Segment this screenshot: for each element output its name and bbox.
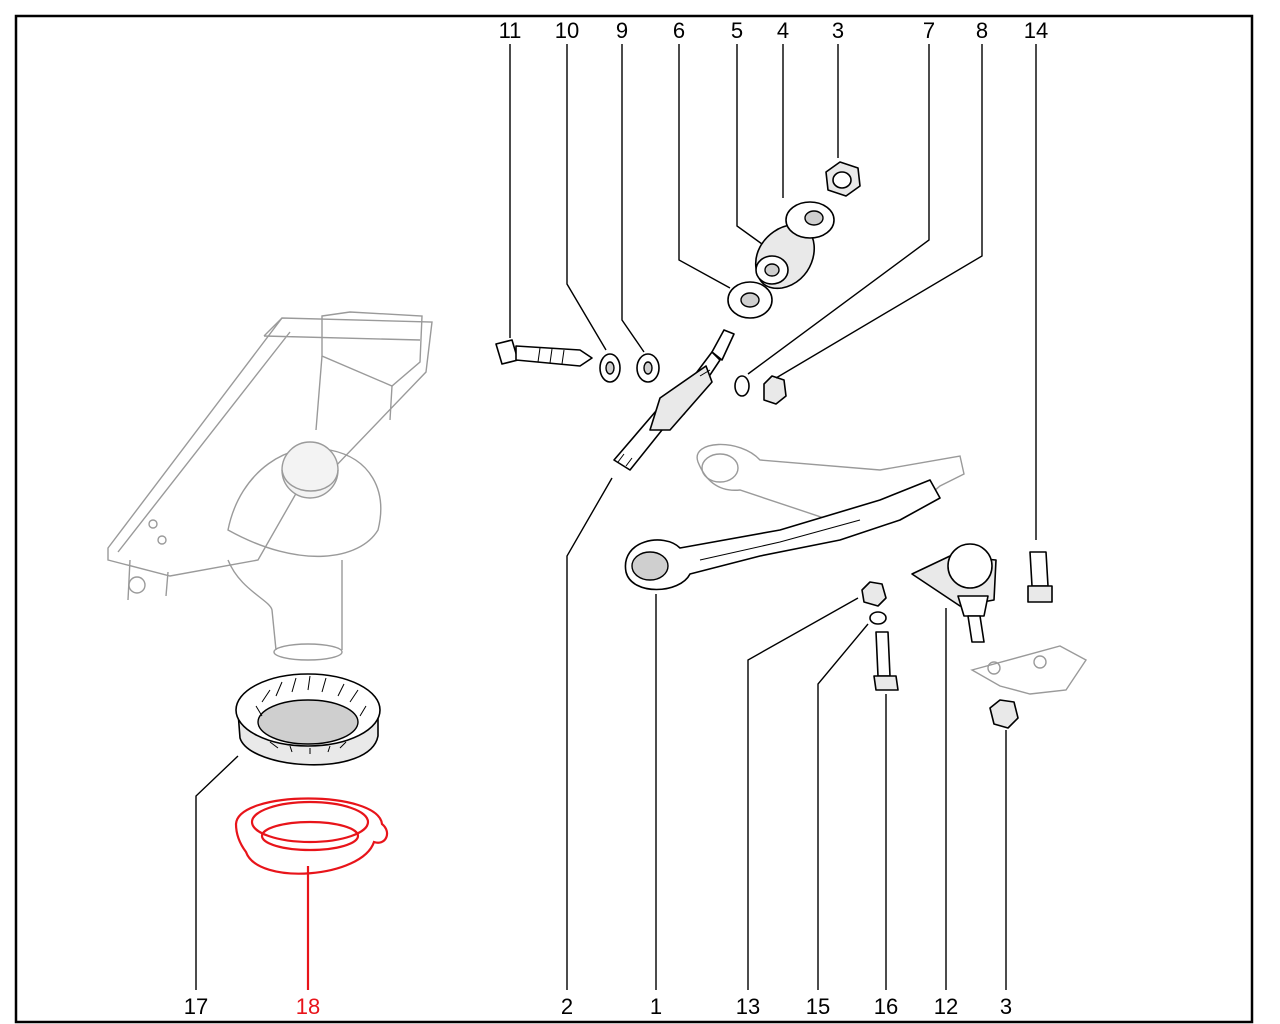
bushing-5 xyxy=(755,224,816,290)
body-mount-bracket xyxy=(107,311,433,601)
label-4: 4 xyxy=(777,18,789,43)
label-17: 17 xyxy=(184,994,208,1019)
label-11: 11 xyxy=(499,18,522,43)
control-arm-1 xyxy=(624,479,941,591)
diagram-frame xyxy=(14,14,1254,1024)
spring-seat-upper xyxy=(235,673,381,766)
washer-10 xyxy=(599,353,621,383)
label-6: 6 xyxy=(673,18,685,43)
strut-tower xyxy=(227,441,382,661)
label-13: 13 xyxy=(736,994,760,1019)
bolt-16 xyxy=(873,631,899,691)
label-18-highlighted: 18 xyxy=(296,994,320,1019)
nut-3-bottom xyxy=(989,699,1019,729)
label-12: 12 xyxy=(934,994,958,1019)
label-9: 9 xyxy=(616,18,628,43)
label-1: 1 xyxy=(650,994,662,1019)
washer-6 xyxy=(727,281,773,319)
label-3-bottom: 3 xyxy=(1000,994,1012,1019)
label-3-top: 3 xyxy=(832,18,844,43)
shaft-2 xyxy=(613,329,735,471)
ball-joint-12 xyxy=(911,543,997,643)
control-arm-upper-ghost xyxy=(696,443,965,521)
washer-4 xyxy=(785,201,835,239)
spring-seat-lower-highlighted xyxy=(234,797,389,875)
washer-9 xyxy=(636,353,660,383)
label-8: 8 xyxy=(976,18,988,43)
labels-top: 11 10 9 6 5 4 3 7 8 14 xyxy=(499,18,1049,43)
label-7: 7 xyxy=(923,18,935,43)
spring-washer-7 xyxy=(734,375,750,397)
lock-plate-ghost xyxy=(970,645,1088,695)
nut-8 xyxy=(763,375,787,405)
label-16: 16 xyxy=(874,994,898,1019)
bolt-11 xyxy=(495,339,593,367)
nut-3-top xyxy=(825,161,861,197)
label-5: 5 xyxy=(731,18,743,43)
label-10: 10 xyxy=(555,18,579,43)
labels-bottom: 17 18 2 1 13 15 16 12 3 xyxy=(184,994,1012,1019)
label-14: 14 xyxy=(1024,18,1048,43)
label-15: 15 xyxy=(806,994,830,1019)
washer-15 xyxy=(869,611,887,625)
nut-13 xyxy=(861,581,887,607)
bolt-14 xyxy=(1027,551,1053,603)
label-2: 2 xyxy=(561,994,573,1019)
leader-lines xyxy=(195,44,1037,990)
